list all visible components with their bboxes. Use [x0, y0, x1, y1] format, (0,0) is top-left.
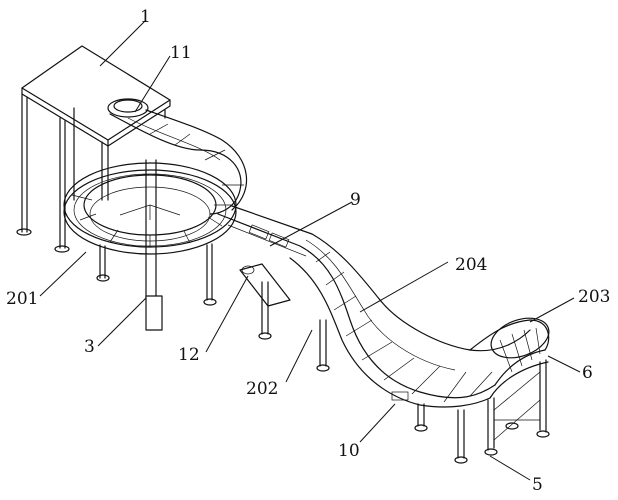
- label-10: 10: [338, 441, 360, 461]
- descent-supports: [239, 263, 468, 464]
- label-1: 1: [140, 7, 151, 27]
- label-202: 202: [246, 379, 278, 399]
- leader-lines: [39, 19, 581, 481]
- label-11: 11: [170, 43, 192, 63]
- label-9: 9: [350, 190, 361, 210]
- straight-run: [217, 205, 313, 257]
- label-3: 3: [84, 337, 95, 357]
- label-204: 204: [455, 255, 487, 275]
- helix-slide: [63, 159, 237, 331]
- label-12: 12: [178, 345, 200, 365]
- label-203: 203: [578, 287, 610, 307]
- label-201: 201: [6, 289, 38, 309]
- reference-numerals: 1 11 9 204 203 6 201 3 12 202 10 5: [6, 7, 610, 495]
- label-5: 5: [532, 475, 543, 495]
- exit-curve: [469, 317, 550, 456]
- label-6: 6: [582, 363, 593, 383]
- entry-tube: [107, 98, 248, 215]
